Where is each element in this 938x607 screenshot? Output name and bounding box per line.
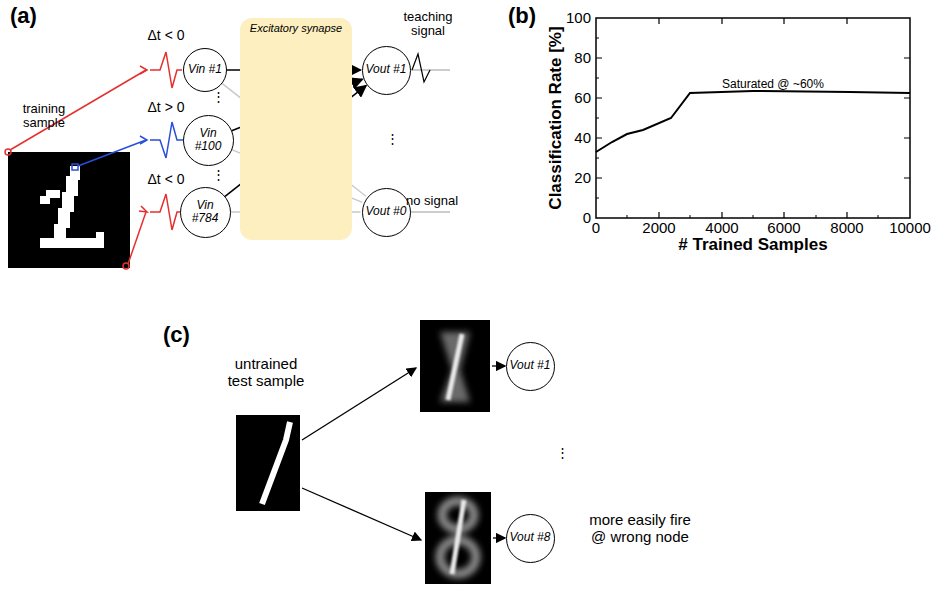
output-neuron: Vout #1 xyxy=(362,46,411,95)
panel-label: (a) xyxy=(10,4,37,28)
timing-label: Δt < 0 xyxy=(148,28,185,43)
ellipsis: ⋮ xyxy=(212,90,225,104)
output-neuron: Vout #0 xyxy=(362,188,411,237)
annotation: Saturated @ ~60% xyxy=(722,78,824,91)
input-neuron: Vin #1 xyxy=(183,48,227,92)
ellipsis: ⋮ xyxy=(556,446,569,460)
tick-label: 2000 xyxy=(642,220,675,237)
tick-label: 20 xyxy=(574,170,591,187)
node-text: Excitatory synapse xyxy=(240,22,352,34)
tick-label: 80 xyxy=(574,50,591,67)
test-sample-image xyxy=(236,415,300,511)
output-neuron: Vout #8 xyxy=(506,514,555,563)
ellipsis: ⋮ xyxy=(386,132,399,146)
tick-label: 0 xyxy=(592,220,600,237)
node-text: Vout #0 xyxy=(366,205,407,218)
node-text: Vout #1 xyxy=(366,63,407,76)
input-neuron: Vin #100 xyxy=(183,115,234,166)
ellipsis: ⋮ xyxy=(212,168,225,182)
node-text: Vout #1 xyxy=(510,359,551,372)
tick-label: 10000 xyxy=(889,220,931,237)
annotation: untrained test sample xyxy=(224,356,308,389)
node-text: Vin #784 xyxy=(187,199,223,225)
panel-label: (c) xyxy=(163,323,190,347)
tick-label: 60 xyxy=(574,90,591,107)
tick-label: 100 xyxy=(566,10,591,27)
node-text: Vin #1 xyxy=(188,63,222,76)
node-text: Vout #8 xyxy=(510,531,551,544)
annotation: no signal xyxy=(406,194,458,208)
weight-map xyxy=(420,320,491,584)
tick-label: 6000 xyxy=(767,220,800,237)
tick-label: 8000 xyxy=(830,220,863,237)
tick-label: 0 xyxy=(583,210,591,227)
timing-label: Δt < 0 xyxy=(148,172,185,187)
mnist-image xyxy=(5,149,130,269)
axis-title: Classification Rate [%] xyxy=(547,26,566,209)
tick-label: 4000 xyxy=(705,220,738,237)
timing-label: Δt > 0 xyxy=(148,100,185,115)
node-text: Vin #100 xyxy=(190,127,226,153)
axis-title: # Trained Samples xyxy=(678,236,827,255)
annotation: more easily fire @ wrong node xyxy=(585,512,695,545)
output-neuron: Vout #1 xyxy=(506,342,555,391)
chart xyxy=(596,18,910,218)
annotation: teaching signal xyxy=(393,10,463,39)
synapse-band: Excitatory synapse xyxy=(240,18,352,240)
input-neuron: Vin #784 xyxy=(180,187,231,238)
panel-label: (b) xyxy=(508,4,536,28)
annotation: training sample xyxy=(8,102,80,131)
tick-label: 40 xyxy=(574,130,591,147)
